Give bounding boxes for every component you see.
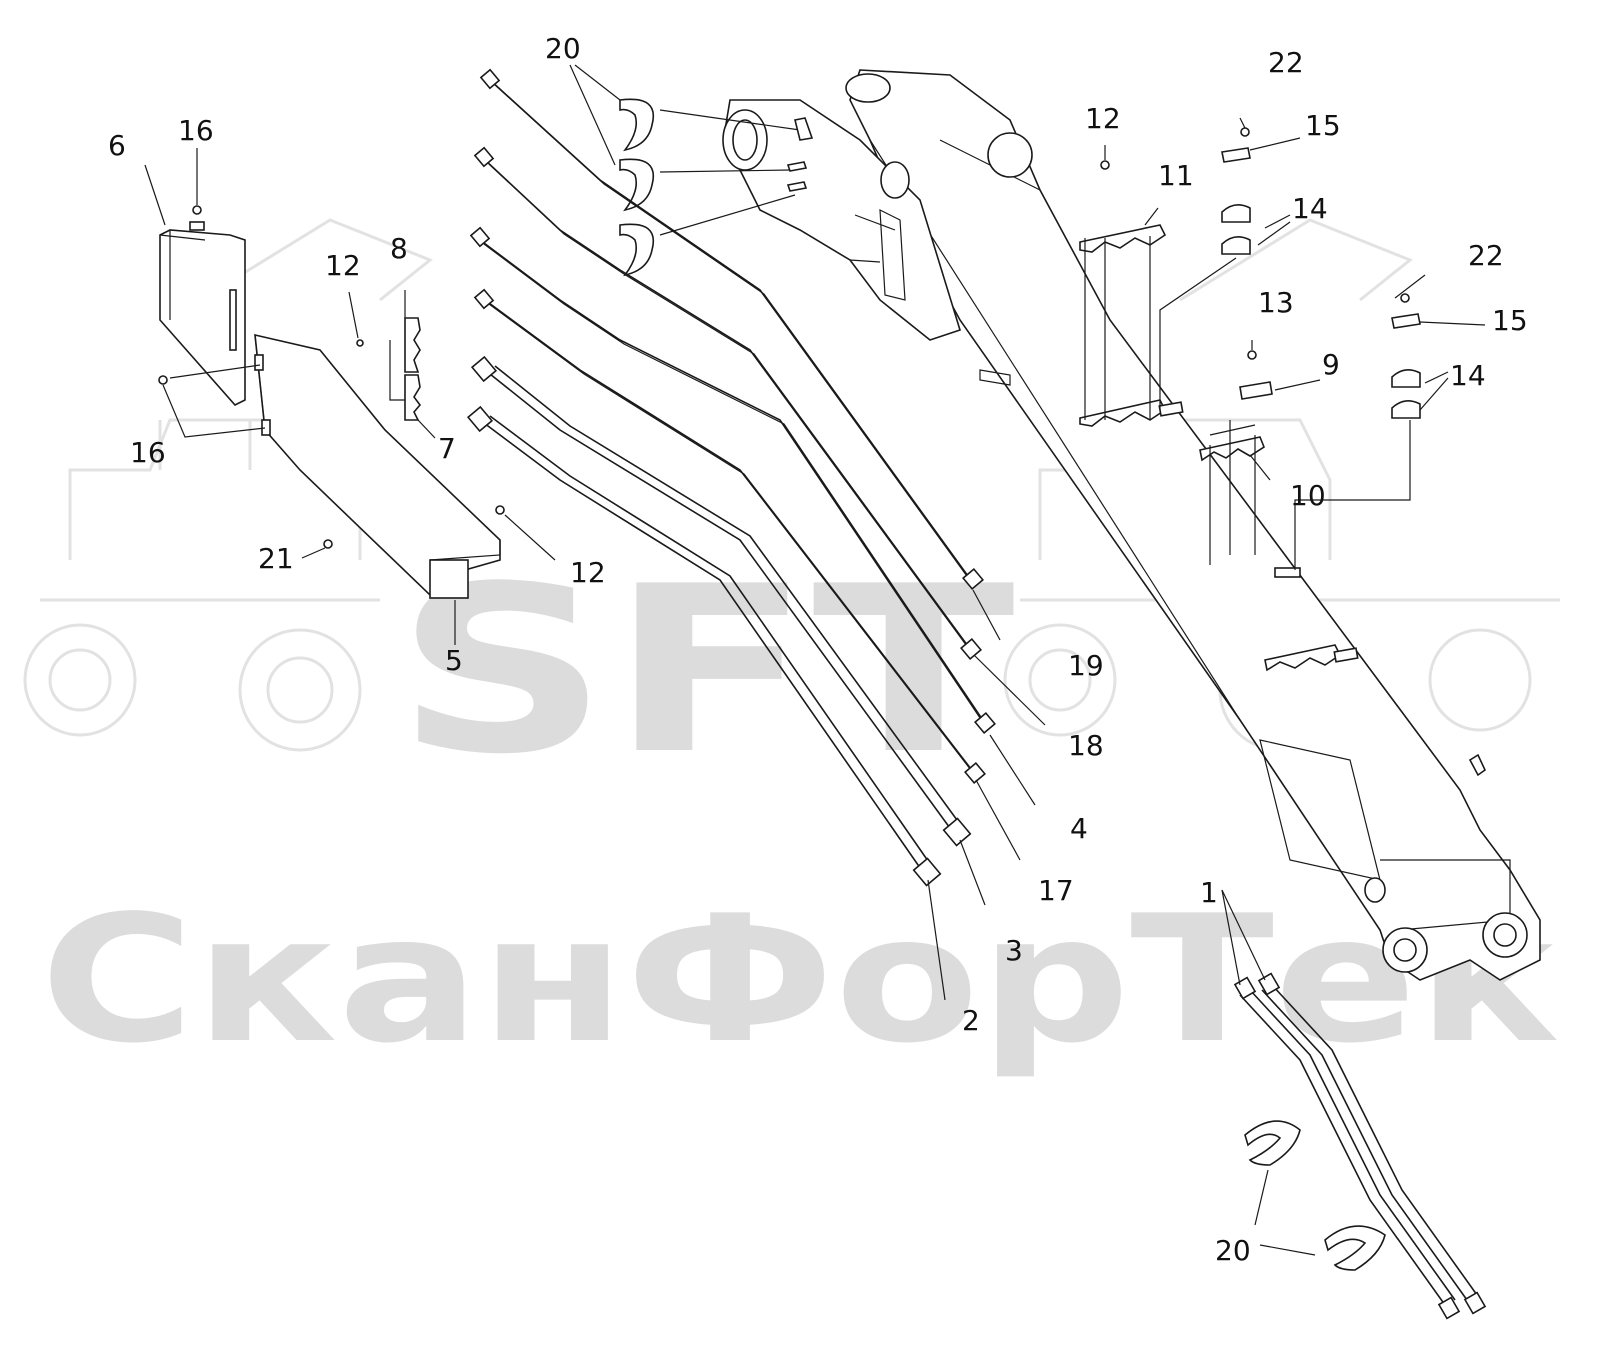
- guard-plate-5: [254, 333, 501, 599]
- callout-1: 1: [1200, 876, 1218, 909]
- callout-15-bottom: 15: [1492, 304, 1528, 337]
- callout-11: 11: [1158, 159, 1194, 192]
- guard-plate-6: [159, 221, 246, 406]
- watermark: SFT СканФорТек: [23, 218, 1560, 1082]
- callout-14-top: 14: [1292, 192, 1328, 225]
- callout-21: 21: [258, 542, 294, 575]
- clamp-set-11: [1079, 224, 1184, 427]
- callout-18: 18: [1068, 729, 1104, 762]
- boom-arm: [845, 69, 1541, 981]
- callout-8: 8: [390, 232, 408, 265]
- callout-9: 9: [1322, 348, 1340, 381]
- callout-20-top: 20: [545, 32, 581, 65]
- callout-22-bottom: 22: [1468, 239, 1504, 272]
- watermark-company: СканФорТек: [40, 879, 1560, 1082]
- callout-12-left: 12: [325, 249, 361, 282]
- callout-3: 3: [1005, 934, 1023, 967]
- hydraulic-lines: [466, 68, 996, 887]
- callout-20-bottom: 20: [1215, 1234, 1251, 1267]
- clamp-set-9-10: [1199, 381, 1359, 672]
- callout-17: 17: [1038, 874, 1074, 907]
- callout-12-middle: 12: [570, 556, 606, 589]
- callout-15-top: 15: [1305, 109, 1341, 142]
- callout-14-bottom: 14: [1450, 359, 1486, 392]
- callout-2: 2: [962, 1004, 980, 1037]
- clamp-set-14-15: [1221, 147, 1421, 419]
- callout-19: 19: [1068, 649, 1104, 682]
- clamp-7-8: [356, 317, 422, 421]
- pipe-4: [479, 239, 986, 726]
- watermark-logo: SFT: [395, 538, 1015, 805]
- hoses-1: [1233, 972, 1487, 1320]
- callouts: 20 16 6 12 8 16 7 21 12 5 12 11 22 15 14…: [108, 32, 1528, 1267]
- leader-lines: [144, 64, 1486, 1256]
- pipe-17: [484, 299, 976, 776]
- callout-16-bottom: 16: [130, 436, 166, 469]
- callout-6: 6: [108, 129, 126, 162]
- hose-3: [484, 369, 956, 836]
- callout-10: 10: [1290, 479, 1326, 512]
- callout-13: 13: [1258, 286, 1294, 319]
- callout-5: 5: [445, 644, 463, 677]
- boom-base-mount: [722, 99, 961, 341]
- callout-12-right: 12: [1085, 102, 1121, 135]
- clips-20-bottom: [1244, 1120, 1386, 1271]
- callout-16-top: 16: [178, 114, 214, 147]
- hose-2: [479, 419, 926, 876]
- callout-4: 4: [1070, 812, 1088, 845]
- callout-7: 7: [438, 432, 456, 465]
- clips-20-top: [619, 98, 814, 277]
- callout-22-top: 22: [1268, 46, 1304, 79]
